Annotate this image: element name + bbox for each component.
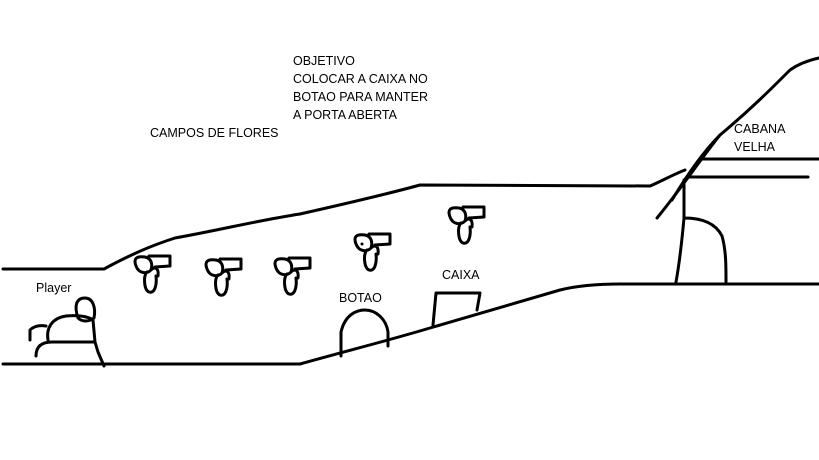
flower-sprite bbox=[353, 232, 392, 272]
objective-text: OBJETIVO COLOCAR A CAIXA NO BOTAO PARA M… bbox=[293, 52, 428, 124]
cabin-door bbox=[674, 178, 728, 284]
box-label: CAIXA bbox=[442, 268, 480, 282]
player-label: Player bbox=[36, 281, 72, 295]
upper-hill-line bbox=[1, 168, 687, 271]
objective-line: OBJETIVO bbox=[293, 54, 355, 68]
flower-sprite bbox=[447, 205, 486, 245]
objective-line: BOTAO PARA MANTER bbox=[293, 90, 428, 104]
flower-fields-label: CAMPOS DE FLORES bbox=[150, 126, 279, 140]
cliff-line-inner bbox=[670, 133, 722, 202]
objective-line: COLOCAR A CAIXA NO bbox=[293, 72, 428, 86]
cabin-label-line: CABANA bbox=[734, 122, 786, 136]
flower-sprite bbox=[133, 254, 172, 294]
flower-sprite bbox=[204, 257, 243, 297]
box-object bbox=[431, 291, 482, 327]
button-object bbox=[339, 308, 390, 358]
flower-group bbox=[133, 205, 486, 297]
player-character bbox=[28, 296, 106, 368]
button-label: BOTAO bbox=[339, 291, 382, 305]
cabin-label-line: VELHA bbox=[734, 140, 775, 154]
flower-sprite bbox=[273, 256, 312, 296]
cabin-label: CABANA VELHA bbox=[734, 120, 785, 156]
ground-line bbox=[1, 282, 819, 366]
objective-line: A PORTA ABERTA bbox=[293, 108, 397, 122]
